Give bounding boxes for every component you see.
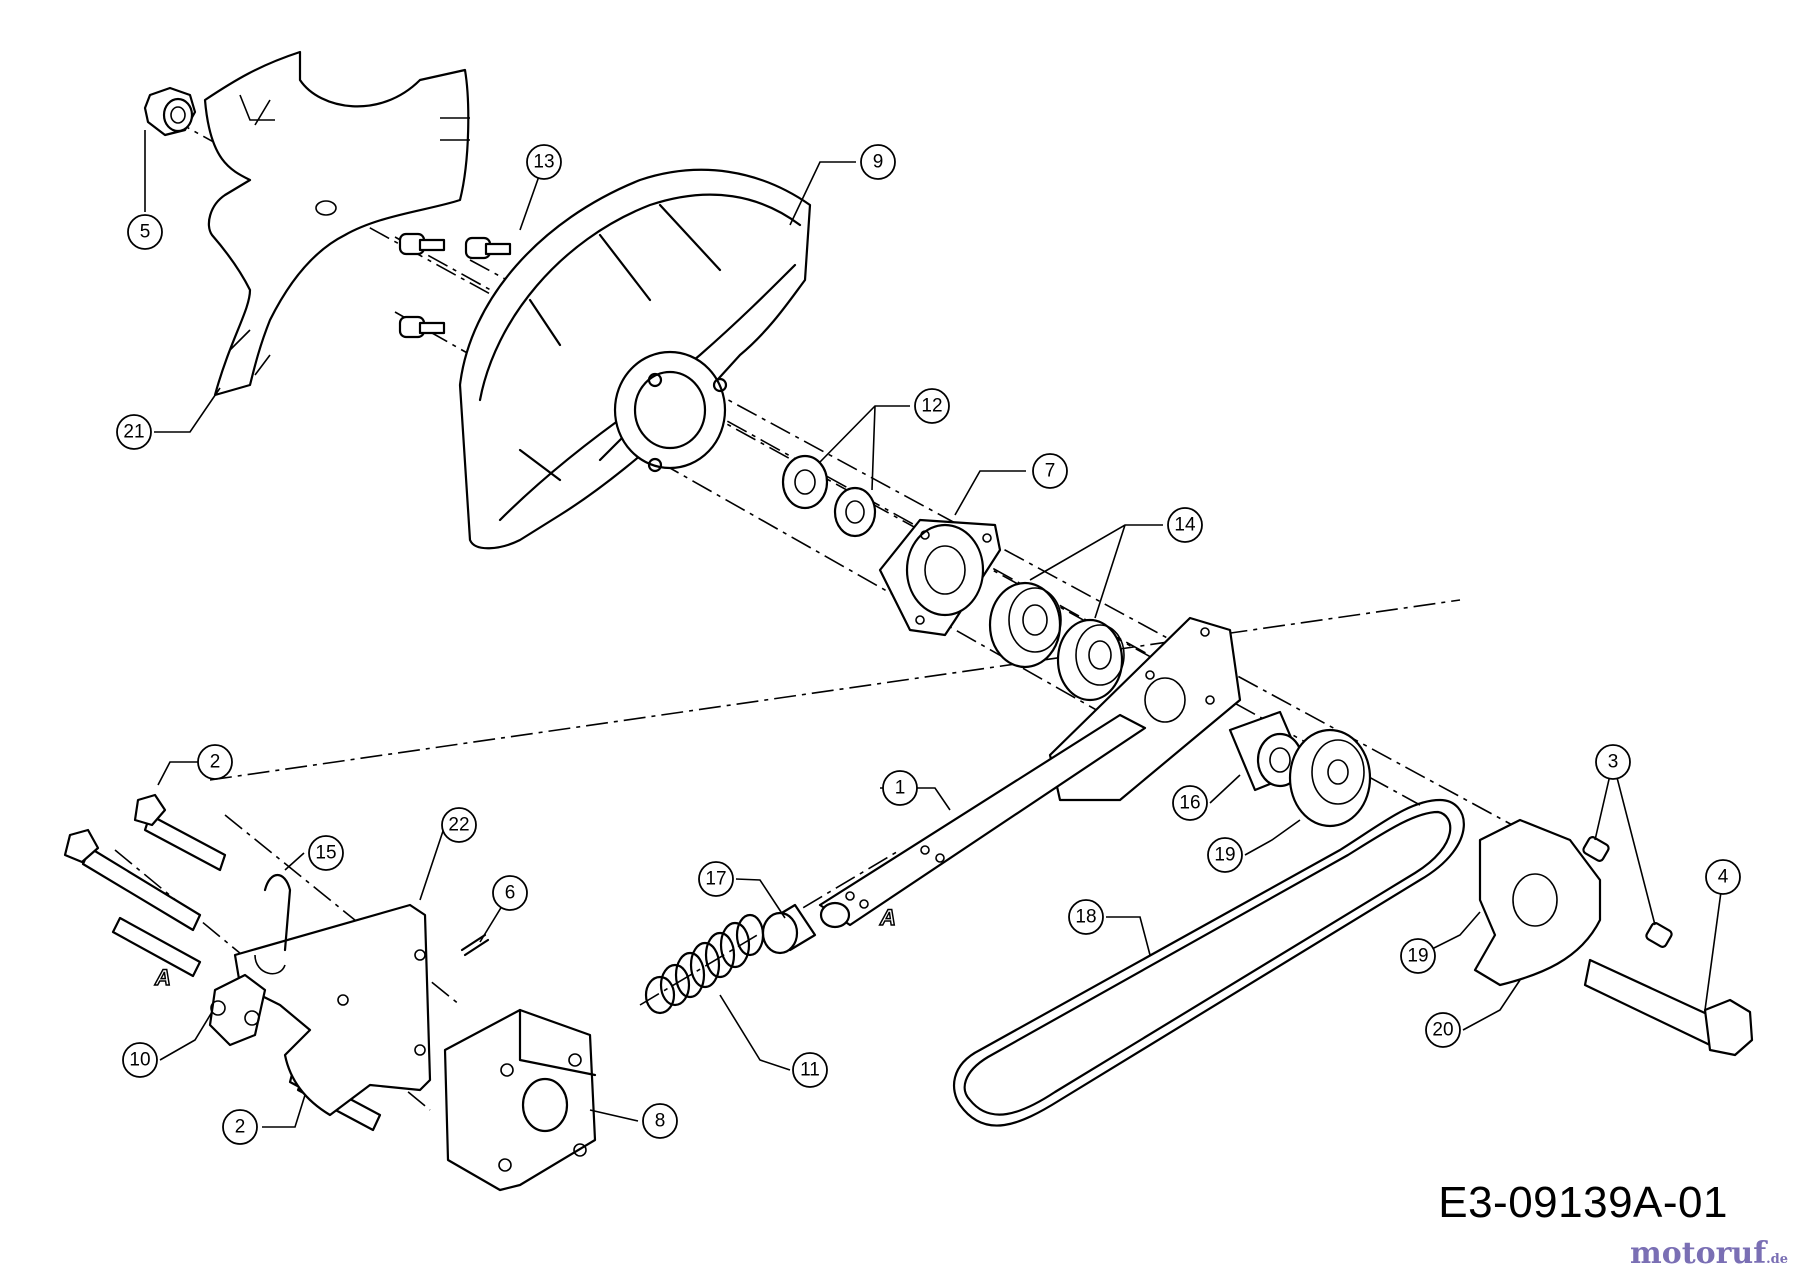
svg-text:7: 7 — [1045, 461, 1056, 482]
callout-2-upper: 2 — [197, 744, 233, 780]
callout-9: 9 — [860, 144, 896, 180]
reference-mark-a: A — [154, 965, 171, 990]
housing-part9 — [458, 168, 812, 550]
svg-text:11: 11 — [800, 1060, 820, 1081]
callout-19-guard: 19 — [1400, 938, 1436, 974]
svg-text:19: 19 — [1214, 845, 1235, 866]
pulley-part19 — [1288, 728, 1372, 828]
svg-text:1: 1 — [895, 778, 906, 799]
svg-text:14: 14 — [1174, 515, 1196, 536]
callout-6: 6 — [492, 875, 528, 911]
svg-text:21: 21 — [123, 422, 144, 443]
callout-2-lower: 2 — [222, 1109, 258, 1145]
svg-text:22: 22 — [448, 815, 469, 836]
callout-16: 16 — [1172, 785, 1208, 821]
svg-text:8: 8 — [655, 1111, 666, 1132]
callout-13: 13 — [526, 144, 562, 180]
cotter-pin-part6 — [460, 933, 490, 957]
watermark-logo: motoruf.de — [1630, 1236, 1788, 1271]
bolt-part4 — [1583, 958, 1754, 1057]
callout-20: 20 — [1425, 1012, 1461, 1048]
svg-text:3: 3 — [1608, 752, 1619, 773]
small-bolts-part3 — [1582, 836, 1673, 948]
belt-part18 — [952, 798, 1465, 1127]
callout-bubbles: 1 2 2 3 4 5 6 7 8 9 10 11 12 13 14 15 16… — [116, 144, 1741, 1145]
reference-mark-a: A — [879, 905, 896, 930]
watermark-tld: .de — [1766, 1252, 1788, 1267]
svg-text:5: 5 — [140, 222, 151, 243]
bearing-flange-part7 — [878, 518, 1002, 637]
belt-guard-part20 — [1473, 818, 1602, 987]
svg-text:4: 4 — [1718, 867, 1729, 888]
svg-text:20: 20 — [1432, 1020, 1453, 1041]
callout-21: 21 — [116, 414, 152, 450]
svg-text:6: 6 — [505, 883, 516, 904]
callout-7: 7 — [1032, 453, 1068, 489]
svg-text:2: 2 — [235, 1117, 246, 1138]
svg-text:12: 12 — [921, 396, 942, 417]
callout-14: 14 — [1167, 507, 1203, 543]
bearings-part14 — [988, 581, 1125, 702]
callout-4: 4 — [1705, 859, 1741, 895]
reference-marks: A A — [153, 904, 896, 991]
callout-17: 17 — [698, 861, 734, 897]
studs-part13 — [398, 232, 512, 339]
svg-text:18: 18 — [1075, 907, 1096, 928]
svg-text:17: 17 — [705, 869, 726, 890]
svg-text:19: 19 — [1407, 946, 1428, 967]
washers-part12 — [781, 454, 877, 538]
svg-text:13: 13 — [533, 152, 554, 173]
callout-12: 12 — [914, 388, 950, 424]
svg-text:15: 15 — [315, 843, 336, 864]
hex-nut-part5 — [143, 86, 197, 137]
callout-3: 3 — [1595, 744, 1631, 780]
callout-11: 11 — [792, 1052, 828, 1088]
drawing-code: E3-09139A-01 — [1438, 1178, 1728, 1227]
svg-text:16: 16 — [1179, 793, 1200, 814]
callout-10: 10 — [122, 1042, 158, 1078]
spring-part11 — [644, 913, 765, 1015]
bracket-block-part8 — [443, 1008, 597, 1192]
watermark-name: motoruf — [1629, 1236, 1767, 1271]
callout-18: 18 — [1068, 899, 1104, 935]
svg-text:2: 2 — [210, 752, 221, 773]
blade-plate — [203, 50, 470, 397]
callout-15: 15 — [308, 835, 344, 871]
callout-1: 1 — [882, 770, 918, 806]
bracket-part22 — [233, 903, 432, 1117]
callout-22: 22 — [441, 807, 477, 843]
callout-5: 5 — [127, 214, 163, 250]
clip-part10 — [208, 973, 267, 1047]
callout-8: 8 — [642, 1103, 678, 1139]
spacer-part17 — [761, 903, 817, 955]
svg-text:10: 10 — [129, 1050, 150, 1071]
callout-19-pulley: 19 — [1207, 837, 1243, 873]
pin-part15 — [263, 873, 292, 952]
svg-text:9: 9 — [873, 152, 884, 173]
axle-part1 — [818, 713, 1147, 929]
